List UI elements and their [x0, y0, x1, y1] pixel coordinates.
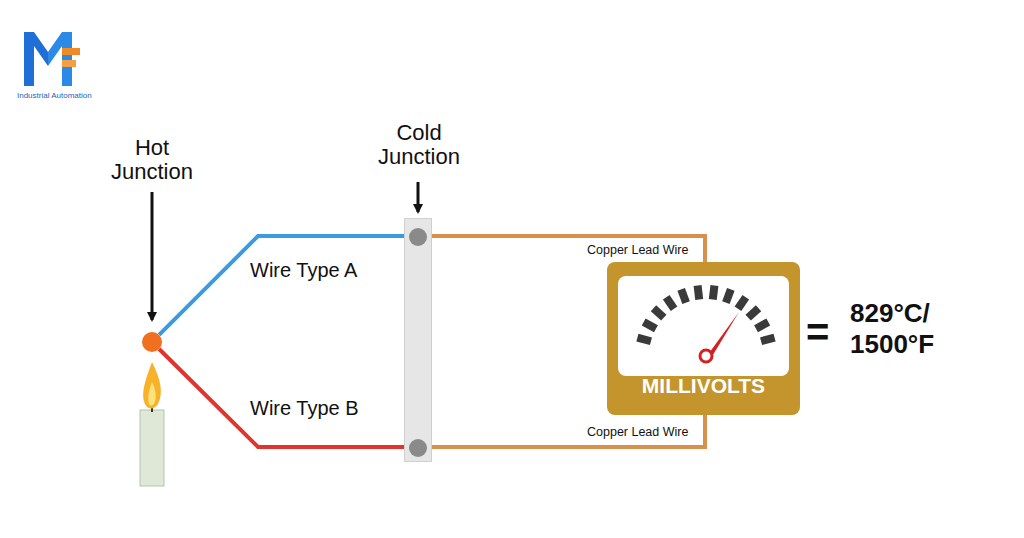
- terminal: [409, 439, 427, 457]
- scale-tick: [760, 334, 776, 345]
- needle-pivot: [700, 350, 712, 362]
- cold-junction-block: Cold Junction: [404, 218, 432, 462]
- equals-sign: =: [806, 310, 829, 354]
- wire-label: Wire Type B: [250, 397, 359, 420]
- scale-tick: [735, 295, 749, 311]
- scale-tick: [709, 285, 719, 300]
- wire-label: Copper Lead Wire: [587, 243, 688, 257]
- wire-label: Wire Type A: [250, 259, 357, 282]
- scale-tick: [754, 318, 770, 332]
- wire: [432, 415, 705, 447]
- meter-label: MILLIVOLTS: [607, 372, 800, 400]
- scale-tick: [694, 285, 704, 300]
- scale-tick: [722, 288, 734, 304]
- leader-arrow: [417, 182, 420, 212]
- junction-label: Cold Junction: [365, 121, 473, 169]
- wire: [159, 236, 404, 335]
- wire: [432, 236, 705, 262]
- junction-label: Hot Junction: [97, 136, 207, 184]
- millivolt-meter: MILLIVOLTS: [607, 262, 800, 415]
- leader-arrow: [151, 192, 154, 320]
- scale-tick: [663, 295, 677, 311]
- logo-icon: [24, 32, 80, 86]
- candle: [140, 362, 164, 486]
- scale-tick: [642, 318, 658, 332]
- scale-tick: [677, 288, 689, 304]
- hot-junction: Hot Junction: [142, 332, 162, 352]
- temperature-reading: 829°C/ 1500°F: [850, 298, 962, 360]
- scale-tick: [651, 305, 667, 320]
- scale-tick: [636, 334, 652, 345]
- logo-text: Industrial Automation: [17, 91, 92, 100]
- scale-tick: [745, 305, 761, 320]
- terminal: [409, 228, 427, 246]
- wire: [159, 349, 404, 447]
- wire-label: Copper Lead Wire: [587, 425, 688, 439]
